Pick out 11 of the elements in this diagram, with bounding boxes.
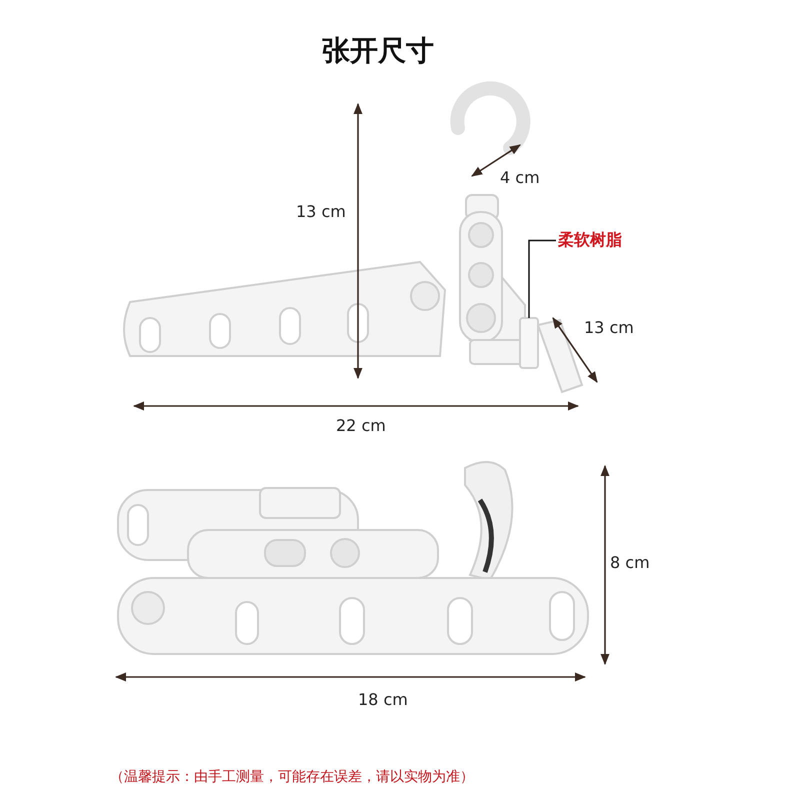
dimension-label: 4 cm (500, 168, 540, 187)
leader-line (528, 240, 556, 318)
resin-pad (519, 317, 539, 369)
note: （温馨提示：由手工测量，可能存在误差，请以实物为准） (110, 768, 474, 786)
title: 张开尺寸 (322, 33, 434, 69)
dimension-label: 22 cm (336, 416, 386, 435)
dimension-label: 13 cm (584, 318, 634, 337)
dimension-label: 18 cm (358, 690, 408, 709)
material-label: 柔软树脂 (558, 230, 622, 251)
dimension-label: 8 cm (610, 553, 650, 572)
dimension-label: 13 cm (296, 202, 346, 221)
